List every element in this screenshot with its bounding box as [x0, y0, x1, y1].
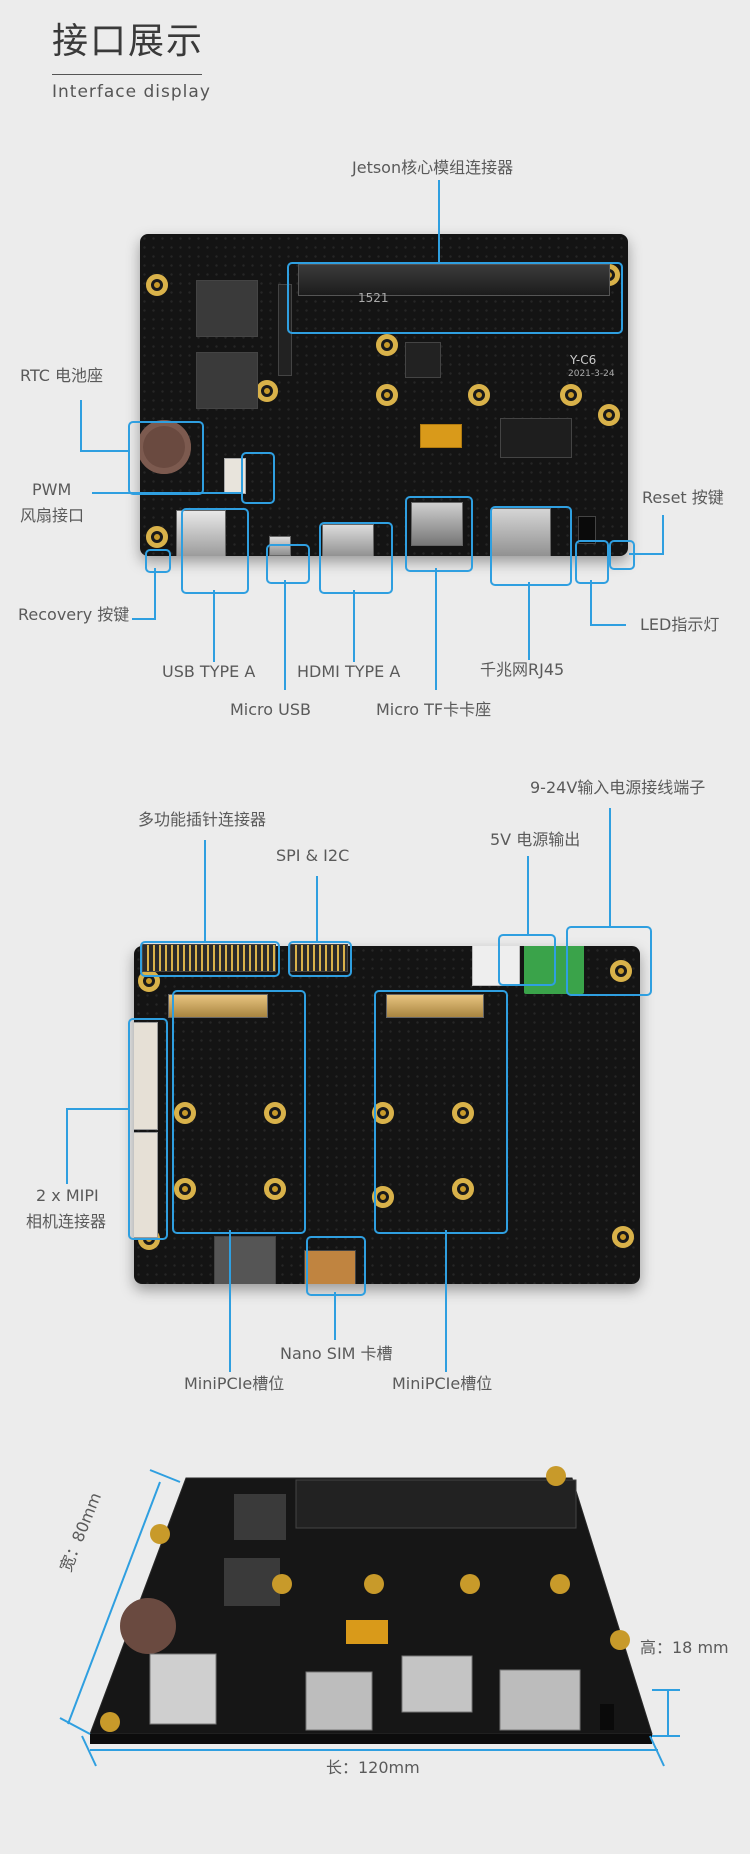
page-subtitle: Interface display — [52, 82, 211, 102]
rtc-highlight — [128, 421, 204, 495]
multi-pin-highlight — [140, 941, 280, 977]
label-pwm-1: PWM — [32, 480, 72, 499]
label-height: 高：18 mm — [640, 1638, 729, 1657]
minipcie-right-highlight — [374, 990, 508, 1234]
label-power-terminal: 9-24V输入电源接线端子 — [530, 778, 706, 797]
jetson-connector-highlight — [287, 262, 623, 334]
fivev-highlight — [498, 934, 556, 986]
label-usb-type-a: USB TYPE A — [162, 662, 256, 681]
sim-highlight — [306, 1236, 366, 1296]
label-reset: Reset 按键 — [642, 488, 724, 507]
label-micro-usb: Micro USB — [230, 700, 311, 719]
label-micro-tf: Micro TF卡卡座 — [376, 700, 492, 719]
label-mipi-1: 2 x MIPI — [36, 1186, 99, 1205]
label-led: LED指示灯 — [640, 615, 720, 634]
board-top-view: 1521 Y-C6 2021-3-24 — [140, 234, 628, 556]
label-jetson-connector: Jetson核心模组连接器 — [352, 158, 514, 177]
silk-code: 1521 — [358, 291, 389, 305]
title-divider — [52, 74, 202, 75]
label-pwm-2: 风扇接口 — [20, 506, 85, 525]
microusb-highlight — [266, 544, 310, 584]
power-terminal-highlight — [566, 926, 652, 996]
label-rtc: RTC 电池座 — [20, 366, 104, 385]
usb-highlight — [181, 508, 249, 594]
multi-pin-header — [142, 944, 276, 972]
hdmi-highlight — [319, 522, 393, 594]
label-recovery: Recovery 按键 — [18, 605, 130, 624]
page-title: 接口展示 — [52, 21, 205, 62]
label-minipcie-right: MiniPCIe槽位 — [392, 1374, 493, 1393]
silk-model: Y-C6 — [570, 353, 597, 367]
label-minipcie-left: MiniPCIe槽位 — [184, 1374, 285, 1393]
board-bottom-view — [134, 946, 640, 1284]
rj45-highlight — [490, 506, 572, 586]
minipcie-left-highlight — [172, 990, 306, 1234]
label-multi-pin: 多功能插针连接器 — [138, 810, 267, 829]
pwm-highlight — [241, 452, 275, 504]
mipi-highlight — [128, 1018, 168, 1240]
label-nano-sim: Nano SIM 卡槽 — [280, 1344, 393, 1363]
spi-highlight — [288, 941, 352, 977]
label-spi-i2c: SPI & I2C — [276, 846, 350, 865]
label-length: 长：120mm — [326, 1758, 420, 1777]
label-rj45: 千兆网RJ45 — [480, 660, 565, 679]
label-mipi-2: 相机连接器 — [26, 1212, 107, 1231]
microtf-highlight — [405, 496, 473, 572]
led-highlight — [575, 540, 609, 584]
recovery-highlight — [145, 549, 171, 573]
label-5v-output: 5V 电源输出 — [490, 830, 581, 849]
silk-date: 2021-3-24 — [568, 369, 615, 379]
rtc-battery-icon — [140, 420, 191, 474]
spi-header — [290, 944, 348, 972]
label-hdmi: HDMI TYPE A — [297, 662, 401, 681]
reset-highlight — [609, 540, 635, 570]
